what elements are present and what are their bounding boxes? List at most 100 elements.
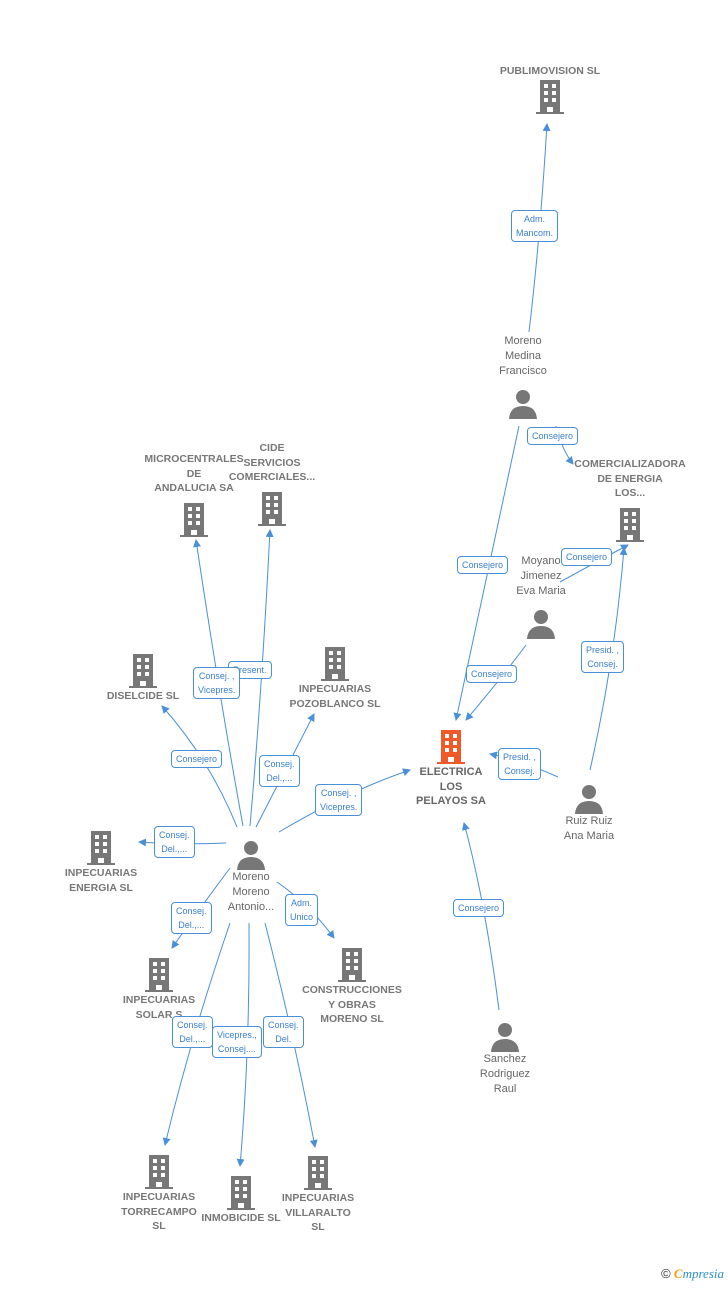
company-label: MICROCENTRALES xyxy=(144,453,244,465)
person-label: Ruiz Ruiz xyxy=(565,815,613,827)
person-moreno-medina[interactable]: Moreno Medina Francisco xyxy=(478,334,568,419)
main-company-electrica[interactable]: ELECTRICA LOS PELAYOS SA xyxy=(396,729,506,809)
role-text: Del.,... xyxy=(161,844,188,854)
company-label: TORRECAMPO xyxy=(121,1205,197,1218)
role-text: Consejero xyxy=(176,754,218,764)
company-label: Y OBRAS xyxy=(328,998,376,1011)
company-label: ANDALUCIA SA xyxy=(154,482,234,494)
building-icon xyxy=(145,1155,173,1189)
role-text: Consejero xyxy=(532,431,574,441)
company-label: COMERCIALIZADORA xyxy=(574,458,686,470)
building-icon xyxy=(437,730,465,764)
person-moyano[interactable]: Moyano Jimenez Eva Maria xyxy=(496,554,586,639)
company-label: VILLARALTO xyxy=(285,1206,351,1219)
role-consejero-diselcide[interactable]: Consejero xyxy=(171,750,223,768)
person-icon xyxy=(509,390,537,419)
role-consej-vicepres-microcentrales[interactable]: Consej. ,Vicepres. xyxy=(193,667,241,699)
role-presid-ruiz[interactable]: Presid. ,Consej. xyxy=(498,748,542,780)
company-label: DISELCIDE SL xyxy=(106,690,180,702)
role-text: Consejero xyxy=(566,552,608,562)
role-consejero-moyano[interactable]: Consejero xyxy=(466,665,518,683)
role-text: Adm. xyxy=(524,214,546,224)
role-vicepres-inmobicide[interactable]: Vicepres.,Consej.... xyxy=(212,1026,262,1058)
role-text: Consej. , xyxy=(320,788,357,798)
person-ruiz[interactable]: Ruiz Ruiz Ana Maria xyxy=(544,784,634,844)
building-icon xyxy=(258,491,286,526)
person-icon xyxy=(237,841,265,870)
company-label: INPECUARIAS xyxy=(281,1192,355,1204)
company-label: SOLAR S xyxy=(135,1008,183,1021)
role-text: Del.,... xyxy=(179,1034,206,1044)
company-label: INPECUARIAS xyxy=(64,867,138,879)
company-label: PUBLIMOVISION SL xyxy=(499,65,601,77)
company-label: CONSTRUCCIONES xyxy=(302,984,402,996)
person-icon xyxy=(527,610,555,639)
company-label: ELECTRICA xyxy=(419,766,483,778)
person-label: Antonio... xyxy=(227,901,275,913)
company-pozoblanco[interactable]: INPECUARIAS POZOBLANCO SL xyxy=(270,646,400,711)
person-label: Moreno xyxy=(232,871,270,883)
company-label: MORENO SL xyxy=(320,1013,384,1025)
role-text: Consejero xyxy=(471,669,513,679)
role-consej-del-energia[interactable]: Consej. Del.,... xyxy=(154,826,195,858)
role-consej-vicepres-electrica[interactable]: Consej. , Vicepres. xyxy=(315,784,363,816)
role-consejero-sanchez[interactable]: Consejero xyxy=(453,899,505,917)
role-text: Mancom. xyxy=(516,228,554,238)
role-text: Consej. xyxy=(587,659,618,669)
role-text: Consejero xyxy=(462,560,504,570)
role-consej-del-solar[interactable]: Consej.Del.,... xyxy=(171,902,212,934)
person-moreno-moreno[interactable]: Moreno Moreno Antonio... xyxy=(206,840,296,915)
company-cide[interactable]: CIDE SERVICIOS COMERCIALES... xyxy=(212,441,332,527)
company-label: LOS... xyxy=(614,487,646,499)
role-text: Adm. xyxy=(291,898,313,908)
company-label: CIDE xyxy=(259,442,285,454)
role-text: Consej. xyxy=(159,830,190,840)
company-label: POZOBLANCO SL xyxy=(289,697,381,710)
role-text: Consej. xyxy=(177,1020,208,1030)
role-consejero-moreno-medina[interactable]: Consejero xyxy=(457,556,509,574)
company-torrecampo[interactable]: INPECUARIAS TORRECAMPO SL xyxy=(104,1154,214,1234)
brand-name: mpresia xyxy=(682,1266,724,1281)
company-inmobicide[interactable]: INMOBICIDE SL xyxy=(186,1175,296,1226)
role-text: Consej. xyxy=(504,766,535,776)
role-presid-ruiz-comercializadora[interactable]: Presid. ,Consej. xyxy=(581,641,625,673)
role-text: Vicepres. xyxy=(320,802,358,812)
company-label: LOS xyxy=(439,780,463,793)
company-energia[interactable]: INPECUARIAS ENERGIA SL xyxy=(46,830,156,895)
role-adm-mancom[interactable]: Adm. Mancom. xyxy=(511,210,559,242)
company-label: INPECUARIAS xyxy=(122,994,196,1006)
company-diselcide[interactable]: DISELCIDE SL xyxy=(88,653,198,704)
empresia-footer[interactable]: © Cmpresia xyxy=(661,1266,724,1282)
company-label: INPECUARIAS xyxy=(122,1191,196,1203)
person-sanchez[interactable]: Sanchez Rodriguez Raul xyxy=(460,1022,550,1097)
person-label: Eva Maria xyxy=(516,585,566,597)
person-icon xyxy=(491,1023,519,1052)
role-adm-unico[interactable]: Adm.Unico xyxy=(285,894,319,926)
company-microcentrales[interactable]: MICROCENTRALES DE ANDALUCIA SA xyxy=(124,452,264,538)
company-label: COMERCIALES... xyxy=(228,471,316,483)
company-comercializadora[interactable]: COMERCIALIZADORA DE ENERGIA LOS... xyxy=(560,457,700,543)
building-icon xyxy=(304,1156,332,1190)
role-consej-del-villaralto[interactable]: Consej.Del. xyxy=(263,1016,304,1048)
company-label: SERVICIOS xyxy=(243,456,301,469)
role-consej-del-pozoblanco[interactable]: Consej.Del.,... xyxy=(259,755,300,787)
building-icon xyxy=(338,948,366,982)
company-villaralto[interactable]: INPECUARIAS VILLARALTO SL xyxy=(263,1155,373,1235)
person-label: Moreno xyxy=(504,335,542,347)
person-label: Medina xyxy=(504,350,542,362)
company-solar[interactable]: INPECUARIAS SOLAR S xyxy=(104,957,214,1022)
role-text: Consejero xyxy=(458,903,500,913)
company-label: DE xyxy=(186,467,202,480)
person-icon xyxy=(575,785,603,814)
company-label: PELAYOS SA xyxy=(416,795,486,807)
person-label: Ana Maria xyxy=(563,830,615,842)
brand-letter: C xyxy=(673,1266,683,1281)
role-text: Present. xyxy=(233,665,267,675)
company-publimovision[interactable]: PUBLIMOVISION SL xyxy=(480,64,620,115)
person-label: Moyano xyxy=(521,555,561,567)
building-icon xyxy=(180,502,208,537)
role-consejero-comercializadora[interactable]: Consejero xyxy=(527,427,579,445)
role-consej-del-torrecampo[interactable]: Consej. Del.,... xyxy=(172,1016,213,1048)
role-consejero-moyano-comercializadora[interactable]: Consejero xyxy=(561,548,613,566)
company-construcciones[interactable]: CONSTRUCCIONES Y OBRAS MORENO SL xyxy=(287,947,417,1027)
